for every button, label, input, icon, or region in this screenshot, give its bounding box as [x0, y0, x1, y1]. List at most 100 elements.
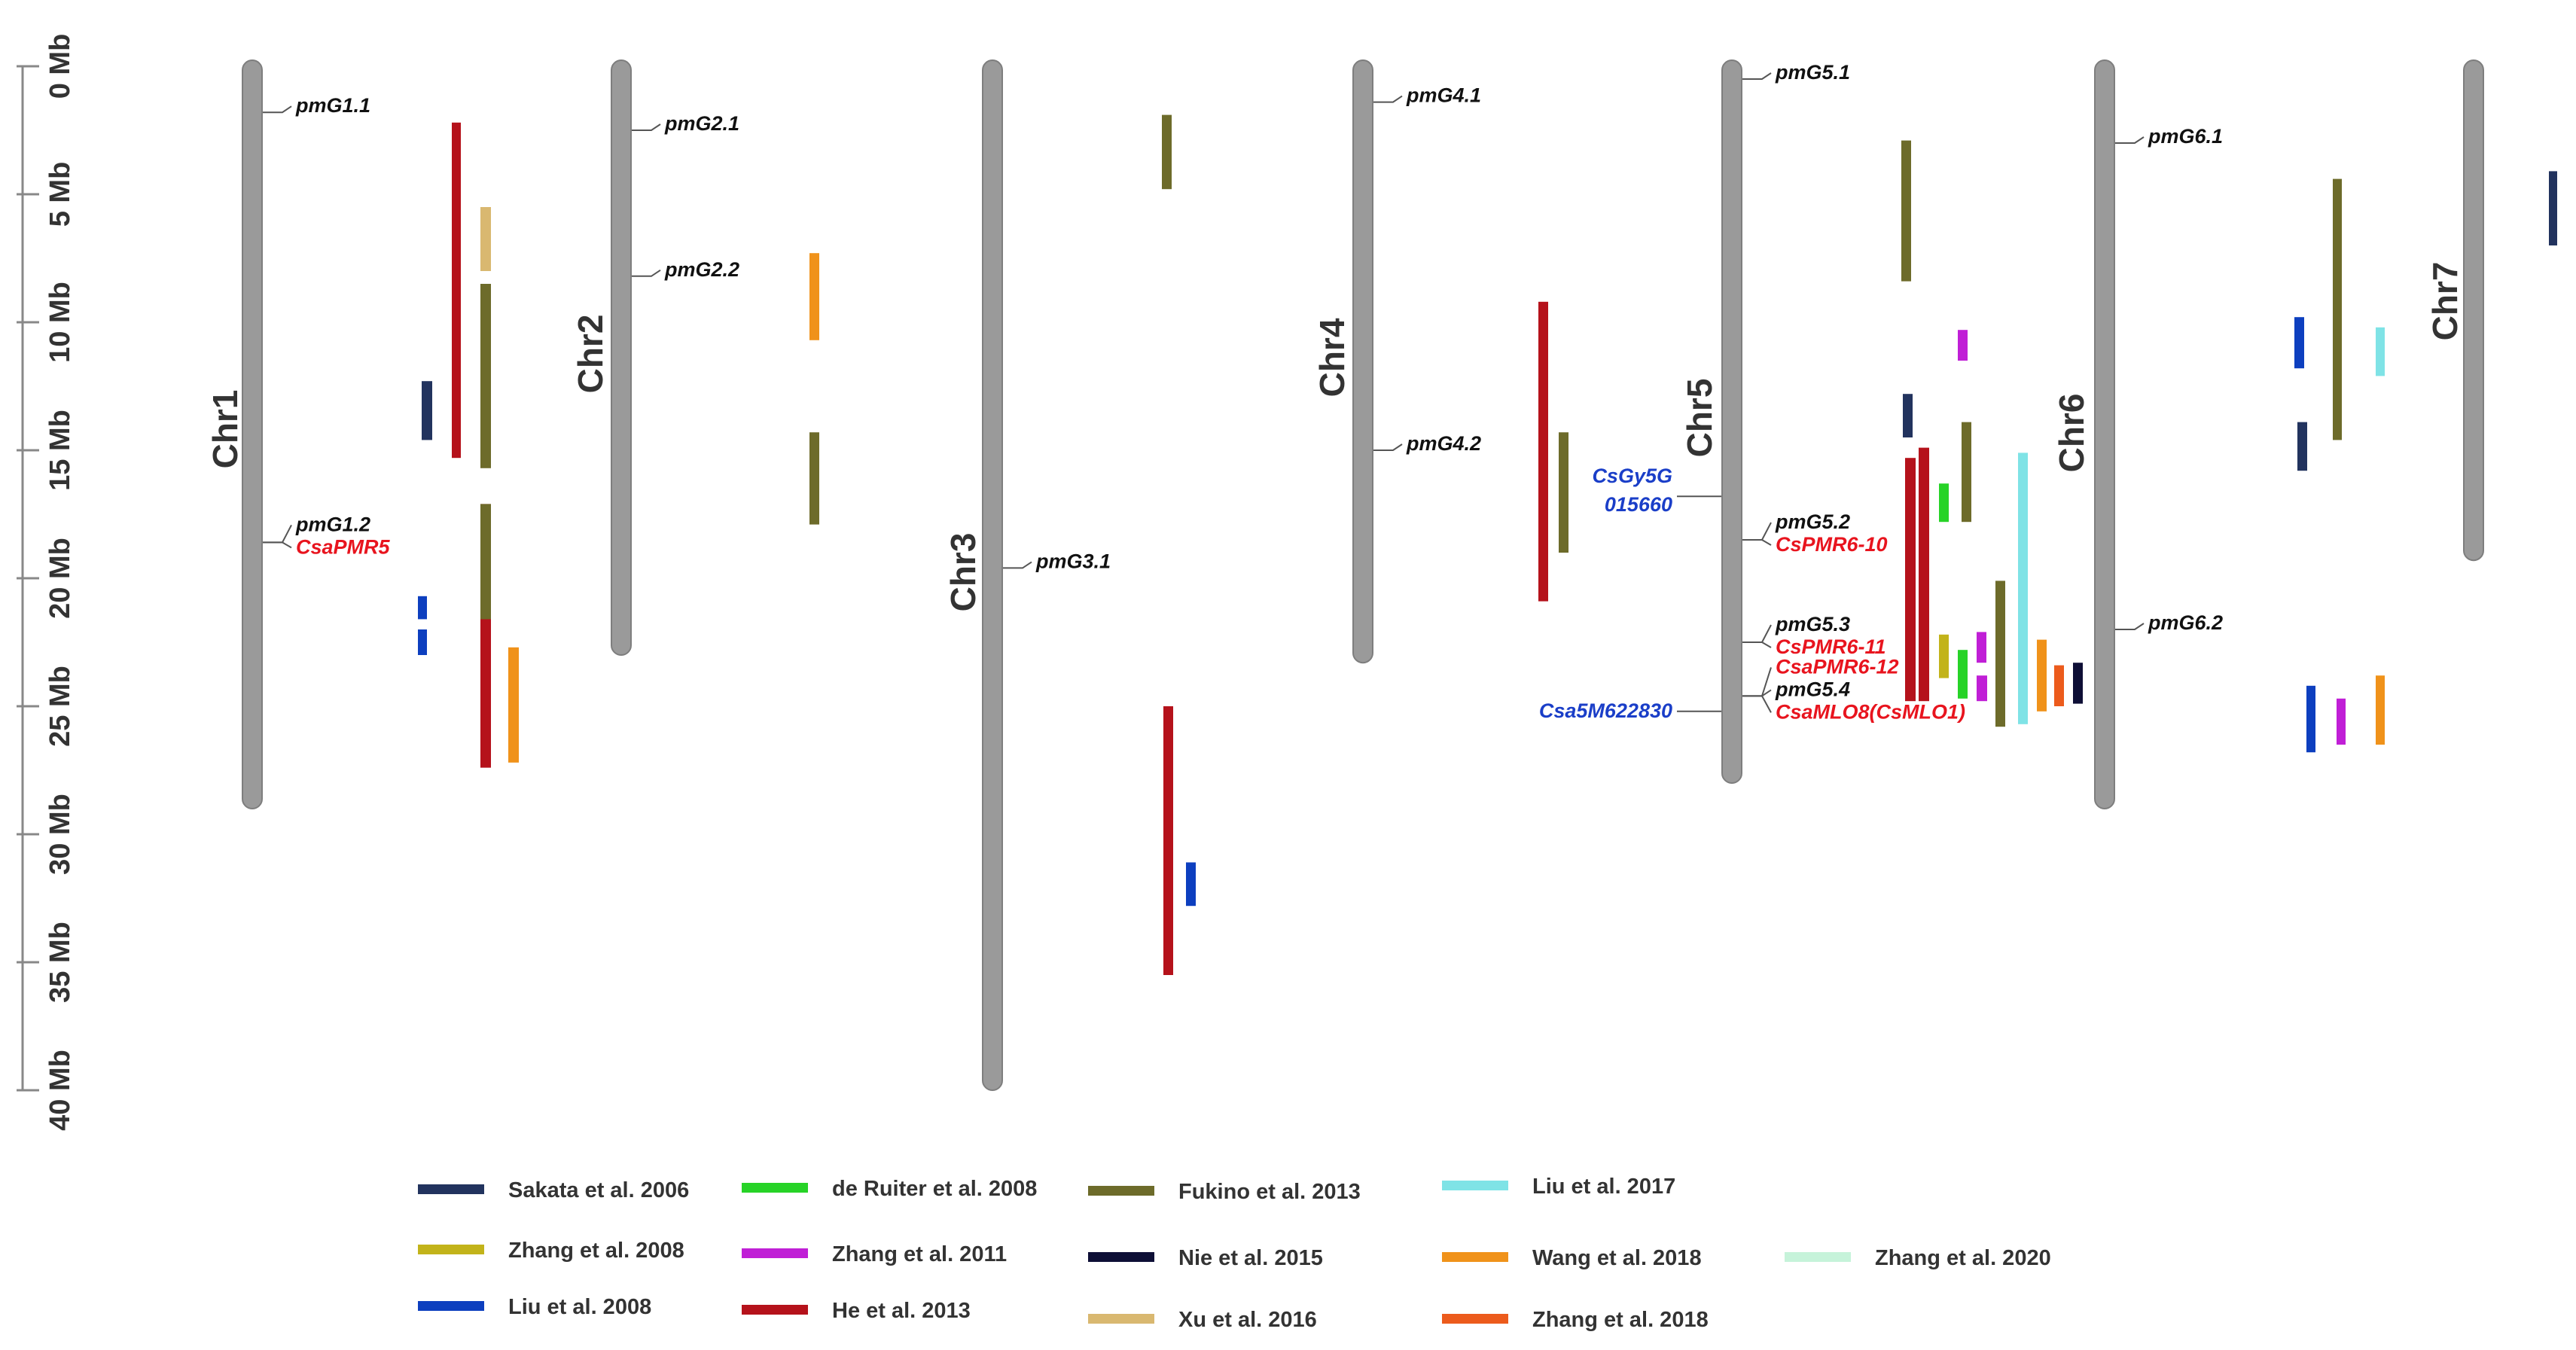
legend-label-sakata2006: Sakata et al. 2006: [508, 1178, 689, 1202]
qtl-bar-fukino2013: [1559, 432, 1568, 553]
locus-markers: [242, 72, 2145, 713]
locus-connector: [631, 123, 661, 131]
axis-tick-label: 20 Mb: [44, 538, 76, 619]
legend-swatch-sakata2006: [418, 1184, 484, 1194]
legend-swatch-liu2017: [1442, 1181, 1508, 1190]
qtl-bar-zhang2008: [1939, 634, 1949, 678]
qtl-bar-xu2016: [480, 207, 491, 271]
chromosome-chr4: [1352, 59, 1373, 664]
chromosome-label-chr1: Chr1: [206, 390, 245, 469]
legend-swatch-zhang2011: [742, 1248, 808, 1258]
locus-label: pmG1.1: [295, 94, 370, 117]
chromosome-label-chr5: Chr5: [1680, 379, 1719, 458]
chromosome-chr3: [982, 59, 1003, 1091]
qtl-bar-wang2018: [809, 253, 819, 340]
chromosome-label-chr7: Chr7: [2425, 262, 2465, 341]
axis-tick-label: 35 Mb: [44, 922, 76, 1003]
legend-label-deruiter2008: de Ruiter et al. 2008: [832, 1177, 1037, 1201]
axis-tick-label: 5 Mb: [44, 162, 76, 227]
axis-tick-label: 40 Mb: [44, 1050, 76, 1131]
locus-label: pmG4.1: [1406, 84, 1481, 107]
chromosome-label-chr6: Chr6: [2052, 394, 2091, 473]
locus-label: pmG5.1: [1775, 61, 1850, 84]
locus-connector: [1742, 72, 1772, 80]
gene-label: 015660: [1605, 493, 1672, 516]
qtl-bar-liu2008: [2306, 685, 2315, 753]
legend-swatch-deruiter2008: [742, 1183, 808, 1193]
locus-label: pmG2.1: [664, 112, 739, 135]
qtl-bar-he2013: [1163, 706, 1173, 975]
legend-label-fukino2013: Fukino et al. 2013: [1178, 1180, 1361, 1204]
qtl-bar-wang2018: [2376, 675, 2385, 745]
qtl-bar-sakata2006: [422, 381, 432, 440]
qtl-bar-sakata2006: [2297, 422, 2307, 471]
axis-tick-label: 0 Mb: [44, 34, 76, 99]
locus-connector: [1373, 443, 1403, 451]
legend-swatch-zhang2008: [418, 1245, 484, 1254]
axis-tick-label: 25 Mb: [44, 666, 76, 747]
qtl-bar-he2013: [1538, 301, 1548, 602]
qtl-bar-zhang2011: [1977, 675, 1987, 702]
qtl-bar-liu2008: [418, 629, 427, 655]
locus-label: pmG6.2: [2148, 611, 2223, 634]
qtl-bar-wang2018: [2037, 639, 2047, 712]
legend-label-wang2018: Wang et al. 2018: [1532, 1246, 1702, 1270]
legend-label-zhang2011: Zhang et al. 2011: [832, 1242, 1007, 1266]
legend-label-xu2016: Xu et al. 2016: [1178, 1308, 1317, 1332]
qtl-bar-liu2008: [1186, 862, 1196, 907]
axis-tick-label: 15 Mb: [44, 410, 76, 491]
qtl-bar-fukino2013: [480, 504, 491, 620]
qtl-bar-fukino2013: [2333, 178, 2342, 440]
axis-tick-label: 30 Mb: [44, 794, 76, 875]
legend-swatch-he2013: [742, 1305, 808, 1315]
qtl-bar-sakata2006: [1903, 394, 1913, 437]
locus-label: pmG5.4: [1775, 678, 1850, 700]
gene-label: CsGy5G: [1592, 465, 1672, 487]
legend-label-he2013: He et al. 2013: [832, 1299, 971, 1323]
chromosome-label-chr2: Chr2: [571, 315, 610, 394]
legend-swatch-wang2018: [1442, 1252, 1508, 1262]
legend-swatch-fukino2013: [1088, 1186, 1154, 1196]
legend-label-zhang2020: Zhang et al. 2020: [1875, 1246, 2051, 1270]
locus-connector: [631, 269, 661, 277]
locus-connector: [262, 105, 292, 114]
qtl-bar-liu2008: [2294, 317, 2304, 369]
locus-label: pmG2.2: [664, 258, 739, 281]
qtl-bar-zhang2011: [1958, 330, 1968, 361]
qtl-bar-fukino2013: [480, 284, 491, 468]
locus-connector: [2114, 623, 2145, 630]
locus-connector: [1742, 689, 1772, 697]
locus-connector: [262, 541, 292, 549]
qtl-bars: [418, 114, 2557, 975]
qtl-bar-liu2008: [418, 596, 427, 620]
locus-connector: [2114, 136, 2145, 144]
qtl-bar-nie2015: [2073, 663, 2083, 704]
legend-label-zhang2018: Zhang et al. 2018: [1532, 1308, 1709, 1332]
locus-label: CsaMLO8(CsMLO1): [1776, 700, 1965, 723]
locus-connector: [1002, 561, 1032, 569]
qtl-bar-he2013: [452, 122, 461, 459]
legend-swatch-nie2015: [1088, 1252, 1154, 1262]
locus-label: CsaPMR5: [296, 535, 391, 558]
qtl-bar-zhang2011: [2337, 698, 2346, 745]
qtl-bar-wang2018: [508, 647, 519, 763]
legend-label-liu2008: Liu et al. 2008: [508, 1295, 651, 1319]
locus-connector: [1373, 95, 1403, 103]
qtl-bar-he2013: [1919, 447, 1929, 702]
legend-swatch-zhang2018: [1442, 1314, 1508, 1324]
axis-tick-label: 10 Mb: [44, 282, 76, 363]
locus-label: pmG5.2: [1775, 510, 1850, 533]
chromosome-chr6: [2094, 59, 2115, 809]
locus-labels: pmG1.1pmG1.2CsaPMR5pmG2.1pmG2.2pmG3.1pmG…: [295, 61, 2223, 723]
locus-connector: [1742, 641, 1772, 648]
chromosome-chr7: [2463, 59, 2484, 562]
locus-label: CsPMR6-10: [1776, 533, 1888, 556]
qtl-bar-zhang2018: [2054, 665, 2064, 706]
locus-connector: [1742, 624, 1772, 643]
locus-connector: [1742, 522, 1772, 541]
qtl-bar-liu2017: [2018, 453, 2028, 724]
qtl-bar-fukino2013: [1901, 140, 1911, 282]
qtl-bar-deruiter2008: [1958, 650, 1968, 699]
